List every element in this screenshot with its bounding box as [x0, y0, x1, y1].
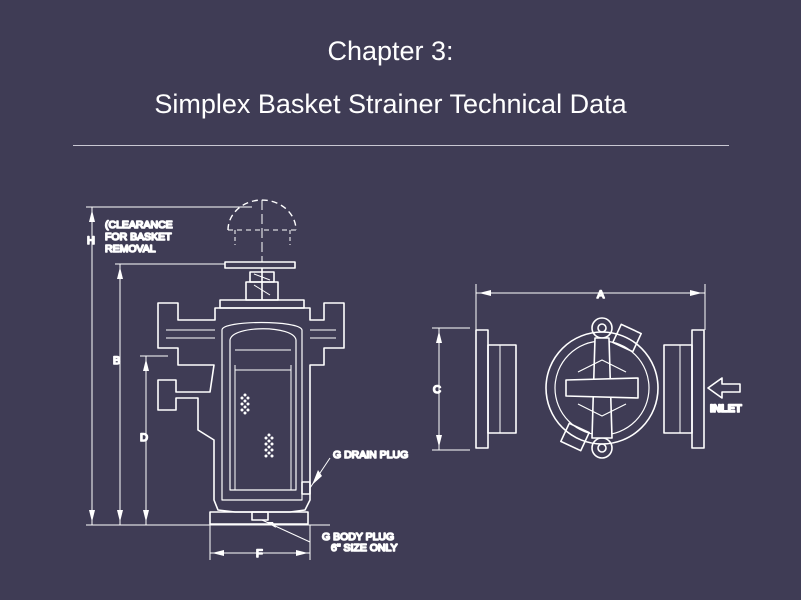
dimension-h-label: H — [87, 235, 95, 247]
drain-plug-label: G DRAIN PLUG — [333, 449, 408, 461]
top-view — [432, 284, 741, 459]
dimension-c-label: C — [433, 384, 441, 396]
dimension-d-label: D — [140, 432, 148, 444]
slide-title: Simplex Basket Strainer Technical Data — [154, 89, 627, 119]
dimension-f-label: F — [256, 548, 263, 560]
clearance-label-line3: REMOVAL — [105, 243, 156, 255]
clearance-label-line1: (CLEARANCE — [105, 219, 173, 231]
body-plug-label-line2: 6" SIZE ONLY — [331, 542, 398, 554]
dimension-a-label: A — [597, 289, 605, 301]
title-divider — [73, 145, 729, 146]
chapter-heading: Chapter 3: — [327, 36, 454, 66]
side-view — [86, 199, 345, 560]
body-plug-label-line1: G BODY PLUG — [322, 531, 394, 543]
clearance-label-line2: FOR BASKET — [105, 231, 172, 243]
inlet-label: INLET — [710, 403, 742, 415]
dimension-b-label: B — [113, 355, 120, 367]
